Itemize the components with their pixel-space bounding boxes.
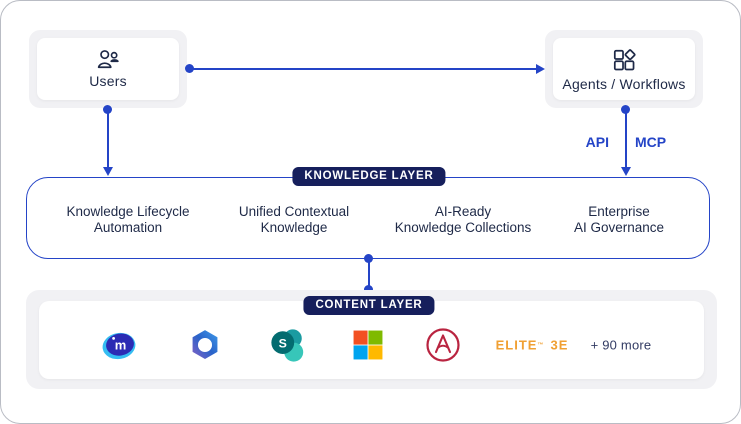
- svg-text:S: S: [279, 336, 287, 350]
- content-layer-badge: CONTENT LAYER: [303, 296, 435, 315]
- arrowhead-down: [102, 167, 113, 176]
- microsoft-logo: [351, 328, 385, 362]
- arrowhead-right: [536, 63, 545, 74]
- connector-line: [367, 259, 370, 287]
- capability-ai-ready-collections: AI-Ready Knowledge Collections: [394, 204, 532, 235]
- imanage-icon: m: [102, 332, 136, 360]
- users-node: Users: [29, 30, 187, 108]
- sharepoint-icon: S: [271, 329, 304, 362]
- more-sources-label: + 90 more: [590, 337, 652, 353]
- apps-grid-icon: [613, 48, 636, 70]
- imanage-logo: m: [99, 325, 139, 365]
- api-label: API: [585, 134, 609, 150]
- aderant-icon: [426, 328, 460, 362]
- users-node-inner: Users: [37, 38, 179, 100]
- connector-line: [106, 109, 109, 169]
- arrowhead-down: [620, 167, 631, 176]
- elite-brand: ELITE: [495, 337, 538, 353]
- capability-enterprise-governance: Enterprise AI Governance: [573, 204, 665, 235]
- users-label: Users: [89, 73, 127, 89]
- microsoft-icon: [353, 330, 383, 360]
- capability-unified-contextual: Unified Contextual Knowledge: [238, 204, 350, 235]
- elite-suffix: 3E: [550, 337, 569, 353]
- connector-line: [624, 109, 627, 169]
- agents-node-inner: Agents / Workflows: [553, 38, 695, 100]
- agents-label: Agents / Workflows: [562, 75, 686, 92]
- svg-text:m: m: [115, 338, 127, 353]
- microsoft-365-logo: [187, 327, 223, 363]
- elite-trademark: ™: [537, 342, 544, 348]
- connector-dot: [364, 285, 373, 294]
- microsoft-365-icon: [192, 330, 218, 359]
- capability-lifecycle-automation: Knowledge Lifecycle Automation: [66, 204, 190, 235]
- knowledge-layer-badge: KNOWLEDGE LAYER: [292, 167, 446, 186]
- aderant-logo: [423, 325, 463, 365]
- sharepoint-logo: S: [269, 326, 307, 364]
- connector-dot: [364, 254, 373, 263]
- mcp-label: MCP: [635, 134, 667, 150]
- agents-workflows-node: Agents / Workflows: [545, 30, 703, 108]
- connector-line: [189, 67, 537, 70]
- users-icon: [97, 50, 119, 69]
